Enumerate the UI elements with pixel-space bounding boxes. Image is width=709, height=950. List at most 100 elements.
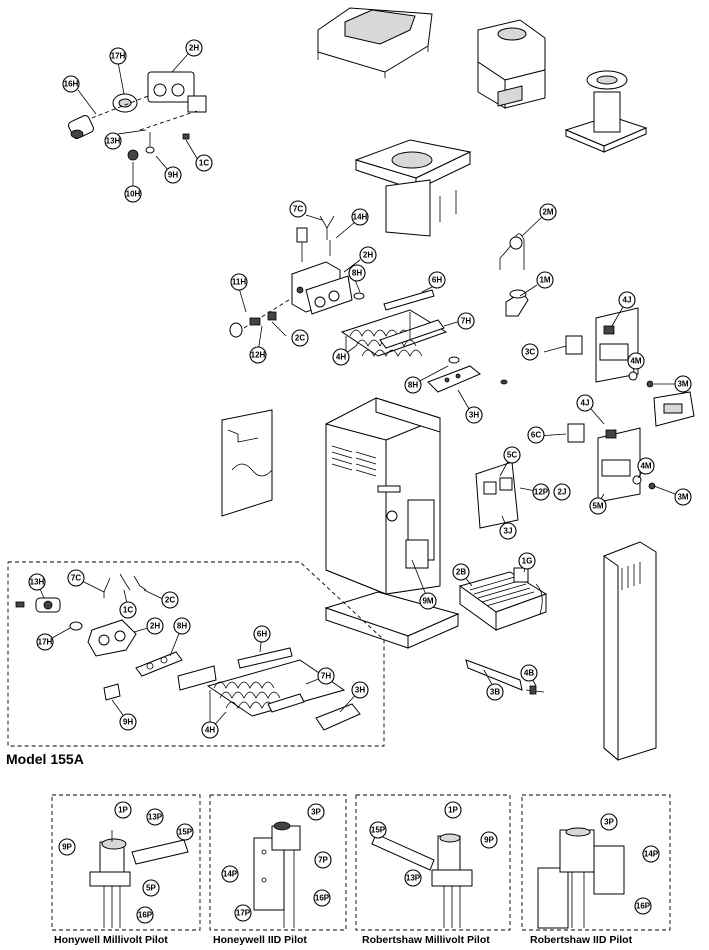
callout-2h: 2H bbox=[185, 39, 203, 57]
callout-3h: 3H bbox=[465, 406, 483, 424]
callout-9m: 9M bbox=[419, 592, 437, 610]
callout-7c: 7C bbox=[289, 200, 307, 218]
callout-14h: 14H bbox=[351, 208, 369, 226]
robertshaw-iid-pilot-drawing bbox=[537, 827, 625, 929]
svg-text:2J: 2J bbox=[558, 488, 567, 497]
svg-text:2H: 2H bbox=[363, 251, 373, 260]
svg-text:9P: 9P bbox=[62, 843, 72, 852]
callout-p1-13p: 13P bbox=[146, 808, 164, 826]
svg-text:7H: 7H bbox=[321, 672, 331, 681]
callout-12h: 12H bbox=[249, 346, 267, 364]
svg-text:14P: 14P bbox=[223, 870, 238, 879]
svg-text:10H: 10H bbox=[126, 190, 141, 199]
svg-text:2C: 2C bbox=[295, 334, 305, 343]
svg-text:16P: 16P bbox=[138, 911, 153, 920]
pilot-tube-part bbox=[465, 659, 545, 695]
callout-5c: 5C bbox=[503, 446, 521, 464]
svg-text:1C: 1C bbox=[199, 159, 209, 168]
svg-text:7C: 7C bbox=[293, 205, 303, 214]
callout-p4-3p: 3P bbox=[600, 813, 618, 831]
svg-text:2H: 2H bbox=[150, 622, 160, 631]
svg-text:16P: 16P bbox=[315, 894, 330, 903]
svg-text:4M: 4M bbox=[640, 462, 651, 471]
model-label: Model 155A bbox=[6, 751, 84, 767]
callout-p2-7p: 7P bbox=[314, 851, 332, 869]
svg-text:1G: 1G bbox=[522, 557, 533, 566]
callout-5m: 5M bbox=[589, 497, 607, 515]
svg-text:14P: 14P bbox=[644, 850, 659, 859]
callout-12p: 12P bbox=[532, 483, 550, 501]
svg-text:12H: 12H bbox=[251, 351, 266, 360]
callout-9h: 9H bbox=[164, 166, 182, 184]
gas-valve-mid-assembly bbox=[229, 215, 353, 338]
pilot-caption-robertshaw-millivolt: Robertshaw Millivolt Pilot bbox=[362, 934, 490, 946]
svg-text:6C: 6C bbox=[531, 431, 541, 440]
callout-3m-2: 3M bbox=[674, 488, 692, 506]
callout-4j: 4J bbox=[618, 291, 636, 309]
svg-text:7P: 7P bbox=[318, 856, 328, 865]
svg-text:3H: 3H bbox=[355, 686, 365, 695]
callout-2c: 2C bbox=[291, 329, 309, 347]
svg-text:5P: 5P bbox=[146, 884, 156, 893]
flue-collector-part bbox=[354, 139, 472, 237]
svg-text:2H: 2H bbox=[189, 44, 199, 53]
callout-p1-1p: 1P bbox=[114, 801, 132, 819]
callout-6c: 6C bbox=[527, 426, 545, 444]
callout-9h-low: 9H bbox=[119, 713, 137, 731]
svg-text:1C: 1C bbox=[123, 606, 133, 615]
burner-tray-mid-part bbox=[340, 289, 508, 393]
svg-text:6H: 6H bbox=[432, 276, 442, 285]
svg-text:3B: 3B bbox=[490, 688, 500, 697]
svg-text:9P: 9P bbox=[484, 836, 494, 845]
callout-p3-9p: 9P bbox=[480, 831, 498, 849]
svg-text:8H: 8H bbox=[177, 622, 187, 631]
svg-text:3H: 3H bbox=[469, 411, 479, 420]
thermostat-controls-part bbox=[475, 233, 695, 529]
callout-p2-14p: 14P bbox=[221, 865, 239, 883]
svg-text:5C: 5C bbox=[507, 451, 517, 460]
svg-text:6H: 6H bbox=[257, 630, 267, 639]
svg-text:3P: 3P bbox=[604, 818, 614, 827]
callout-3m: 3M bbox=[674, 375, 692, 393]
callout-13h: 13H bbox=[104, 132, 122, 150]
svg-text:9H: 9H bbox=[168, 171, 178, 180]
callout-3j: 3J bbox=[499, 522, 517, 540]
svg-text:9H: 9H bbox=[123, 718, 133, 727]
svg-text:3M: 3M bbox=[677, 493, 688, 502]
pilot-caption-robertshaw-iid: Robertshaw IID Pilot bbox=[530, 934, 633, 946]
callout-16h: 16H bbox=[62, 75, 80, 93]
callout-1m: 1M bbox=[536, 271, 554, 289]
svg-text:8H: 8H bbox=[352, 269, 362, 278]
svg-text:3C: 3C bbox=[525, 348, 535, 357]
callout-1g: 1G bbox=[518, 552, 536, 570]
callout-4h-low: 4H bbox=[201, 721, 219, 739]
svg-text:1P: 1P bbox=[118, 806, 128, 815]
callout-3c: 3C bbox=[521, 343, 539, 361]
draft-hood-part bbox=[477, 19, 546, 109]
honywell-millivolt-pilot-drawing bbox=[89, 830, 189, 928]
callout-8h-2: 8H bbox=[404, 376, 422, 394]
callout-2m: 2M bbox=[539, 203, 557, 221]
svg-text:13P: 13P bbox=[148, 813, 163, 822]
callout-p1-5p: 5P bbox=[142, 879, 160, 897]
honeywell-iid-pilot-drawing bbox=[253, 821, 301, 928]
svg-text:2B: 2B bbox=[456, 568, 466, 577]
callout-3b: 3B bbox=[486, 683, 504, 701]
callout-10h: 10H bbox=[124, 185, 142, 203]
pilot-caption-honeywell-iid: Honeywell IID Pilot bbox=[213, 934, 307, 946]
callout-8h: 8H bbox=[348, 264, 366, 282]
callout-7h: 7H bbox=[457, 312, 475, 330]
callout-4m: 4M bbox=[627, 352, 645, 370]
top-cover-part bbox=[317, 7, 433, 78]
svg-text:14H: 14H bbox=[353, 213, 368, 222]
callout-3h-low: 3H bbox=[351, 681, 369, 699]
svg-text:4M: 4M bbox=[630, 357, 641, 366]
callout-p4-14p: 14P bbox=[642, 845, 660, 863]
callout-17h: 17H bbox=[109, 47, 127, 65]
callout-p3-1p: 1P bbox=[444, 801, 462, 819]
svg-text:17P: 17P bbox=[236, 909, 251, 918]
callout-4m-2: 4M bbox=[637, 457, 655, 475]
callout-p3-13p: 13P bbox=[404, 869, 422, 887]
callout-4j-2: 4J bbox=[576, 394, 594, 412]
